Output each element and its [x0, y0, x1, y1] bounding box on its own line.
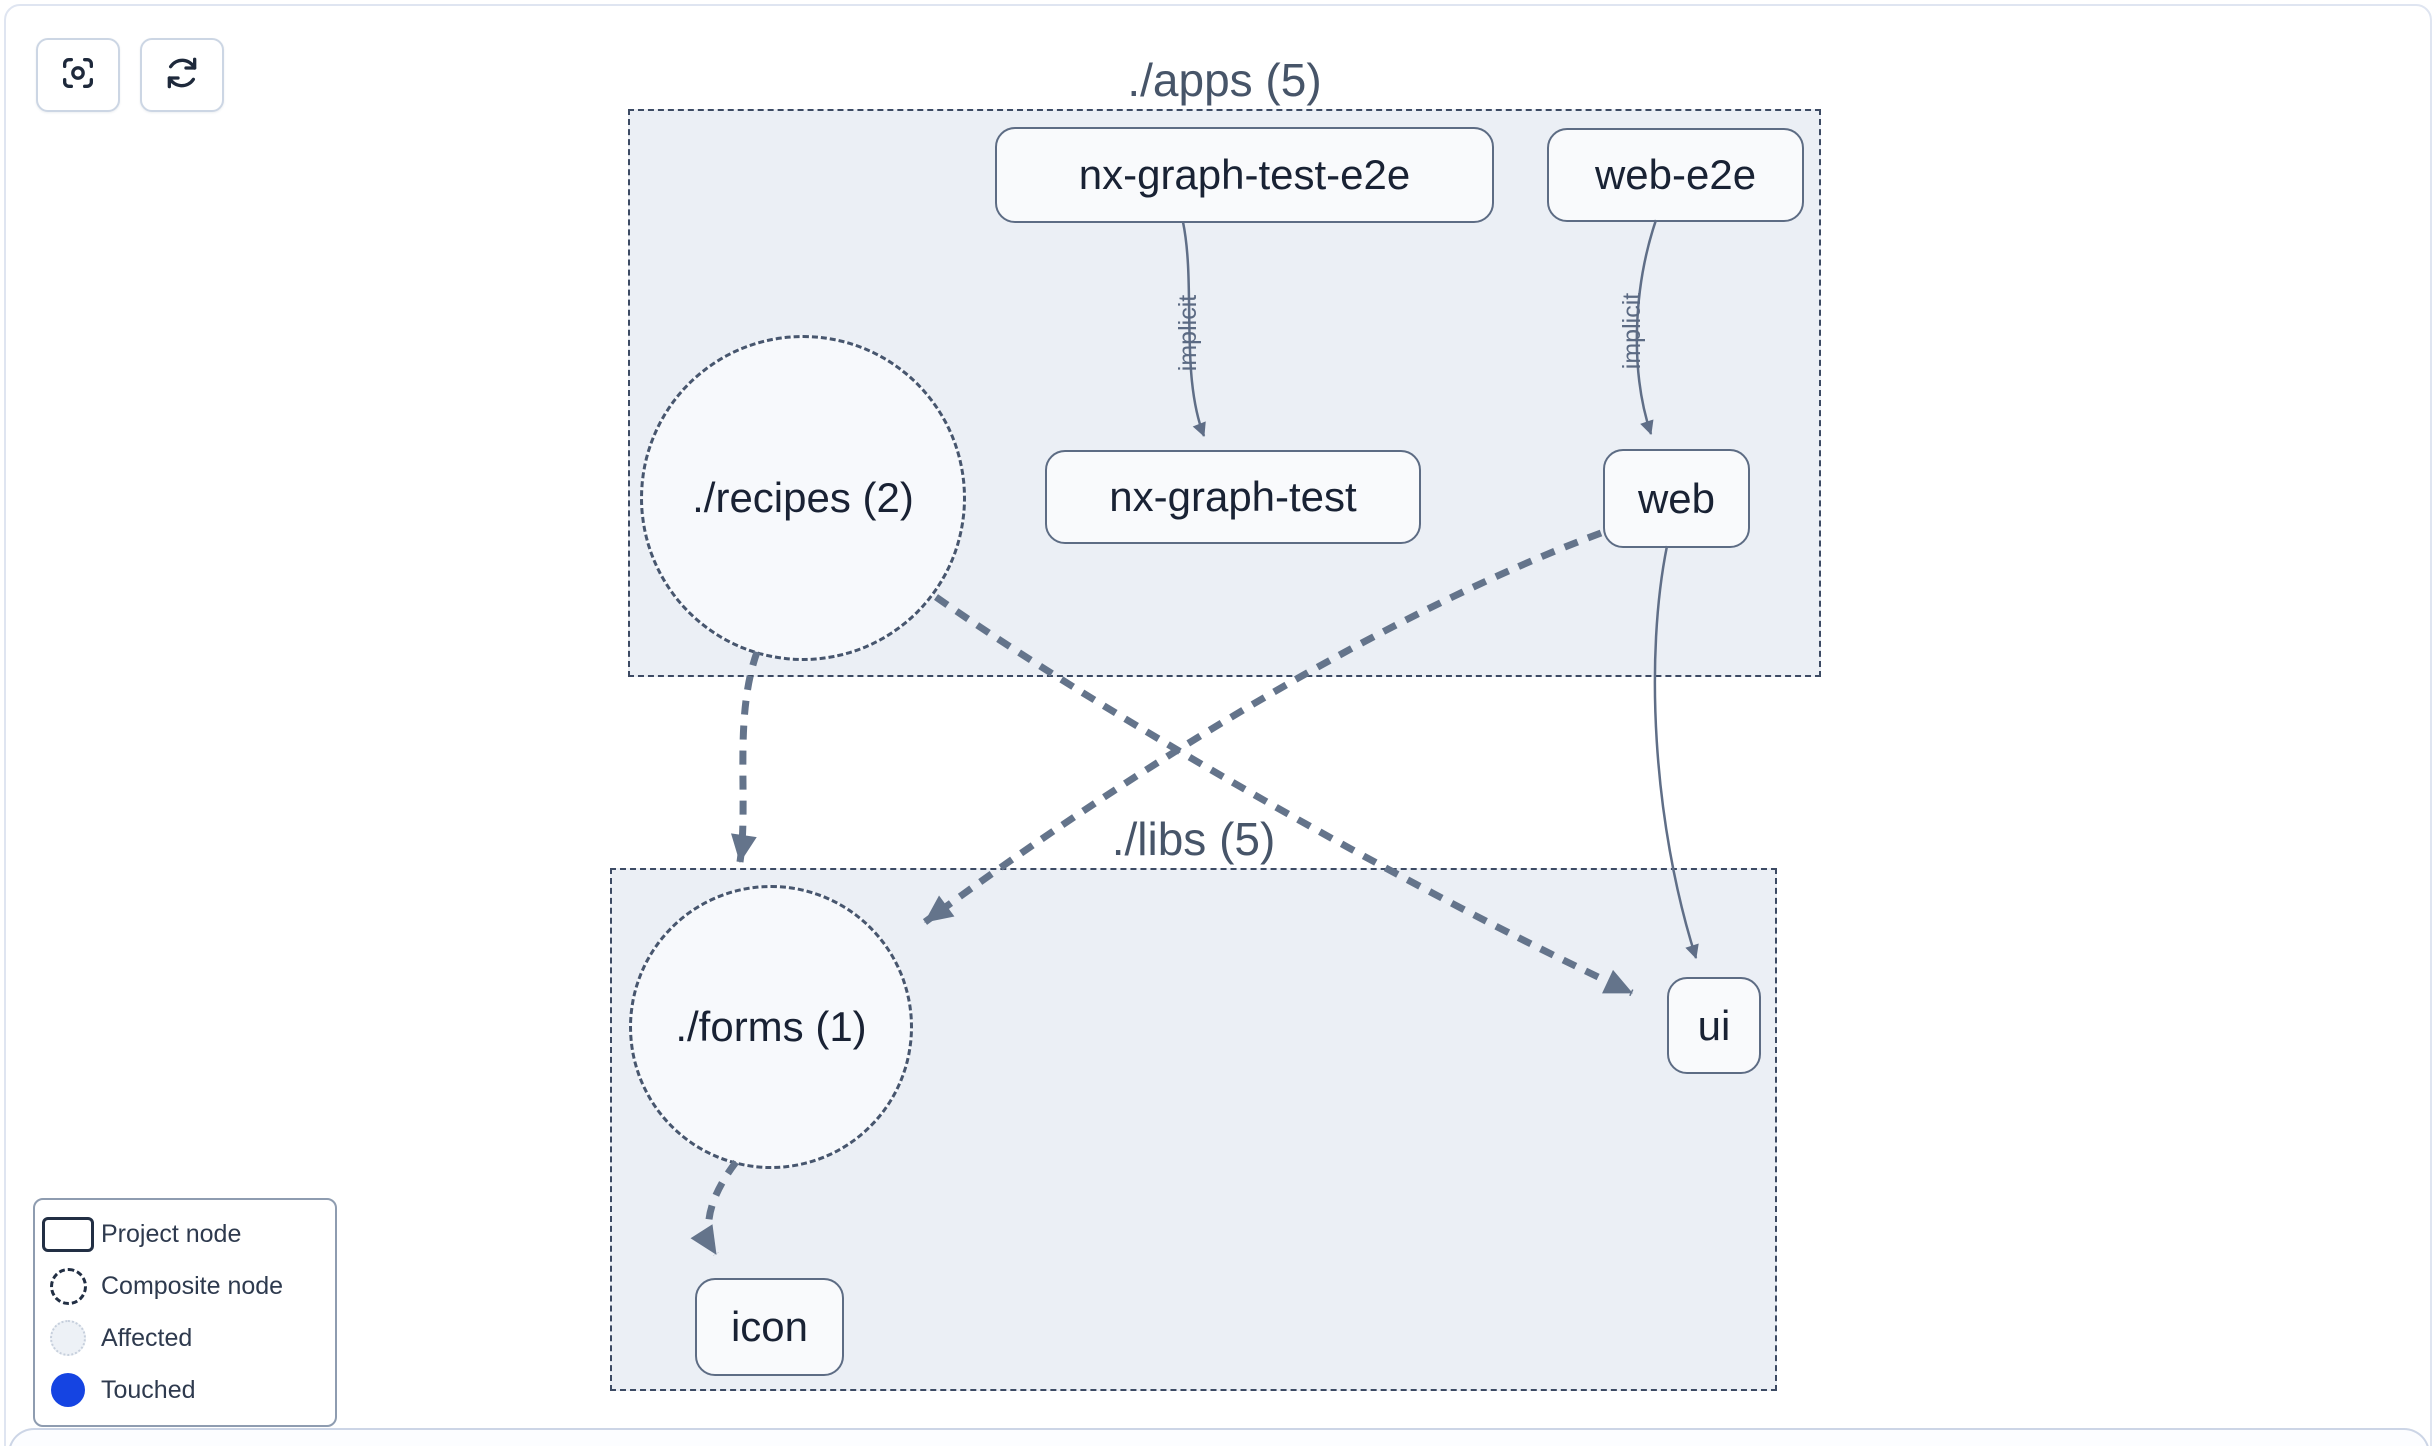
project-node-web[interactable]: web	[1603, 449, 1750, 548]
legend-item-composite-node: Composite node	[35, 1264, 335, 1310]
refresh-button[interactable]	[140, 38, 224, 112]
project-node-label: nx-graph-test	[1109, 473, 1357, 520]
focus-icon	[58, 53, 98, 98]
legend-label: Composite node	[101, 1272, 284, 1301]
legend-item-touched: Touched	[35, 1367, 335, 1413]
legend-item-affected: Affected	[35, 1315, 335, 1361]
composite-node-recipes-label: ./recipes (2)	[692, 474, 914, 521]
center-graph-button[interactable]	[36, 38, 120, 112]
project-node-label: ui	[1697, 1001, 1731, 1049]
bottom-panel-edge	[8, 1428, 2430, 1446]
refresh-icon	[162, 53, 202, 98]
project-node-swatch-icon	[35, 1217, 101, 1253]
legend-label: Affected	[101, 1323, 193, 1352]
legend-label: Project node	[101, 1220, 242, 1249]
project-node-label: icon	[730, 1303, 809, 1350]
project-node-label: nx-graph-test-e2e	[1078, 151, 1411, 198]
composite-node-swatch-icon	[35, 1268, 101, 1306]
legend-item-project-node: Project node	[35, 1212, 335, 1258]
affected-swatch-icon	[35, 1320, 101, 1357]
composite-node-recipes[interactable]: ./recipes (2)	[640, 335, 966, 661]
project-node-icon[interactable]: icon	[695, 1278, 844, 1376]
project-node-nx-graph-test-e2e[interactable]: nx-graph-test-e2e	[995, 127, 1494, 223]
composite-node-forms-label: ./forms (1)	[675, 1003, 867, 1050]
toolbar	[36, 38, 224, 112]
legend-label: Touched	[101, 1375, 196, 1404]
project-node-web-e2e[interactable]: web-e2e	[1547, 128, 1804, 222]
project-node-label: web-e2e	[1594, 151, 1757, 198]
legend: Project node Composite node Affected Tou…	[33, 1198, 337, 1427]
project-node-nx-graph-test[interactable]: nx-graph-test	[1045, 450, 1421, 544]
touched-swatch-icon	[35, 1373, 101, 1408]
group-libs-label: ./libs (5)	[1111, 813, 1276, 865]
project-node-label: web	[1637, 474, 1716, 522]
project-node-ui[interactable]: ui	[1667, 977, 1761, 1074]
group-apps-label: ./apps (5)	[1127, 54, 1322, 106]
composite-node-forms[interactable]: ./forms (1)	[629, 885, 913, 1169]
